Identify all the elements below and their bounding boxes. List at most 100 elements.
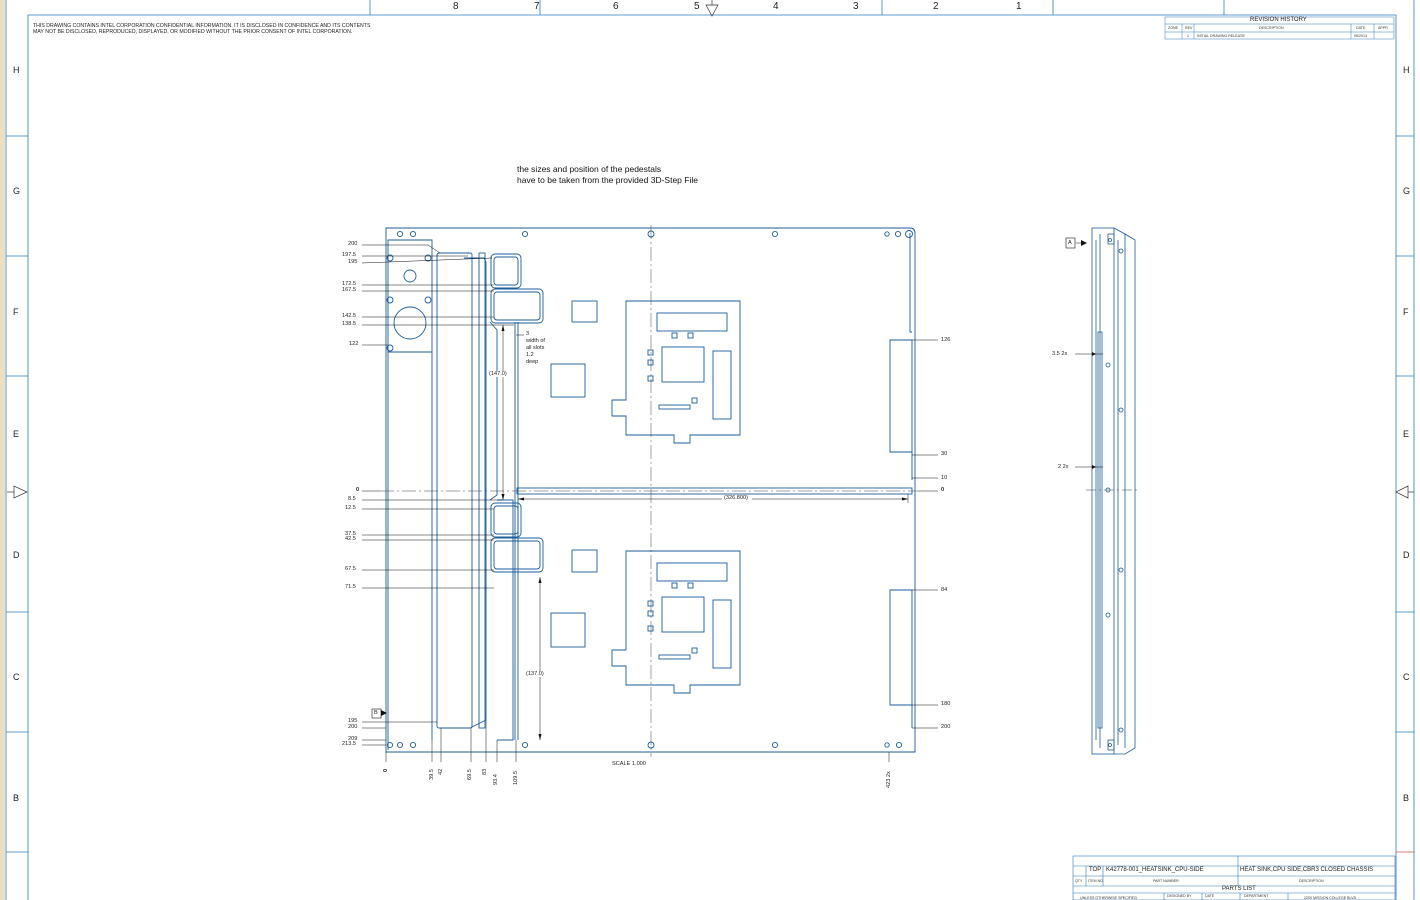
rev-row-date: 06/2013 bbox=[1354, 34, 1367, 38]
zone-row-h-right: H bbox=[1403, 65, 1410, 75]
zone-col-4: 4 bbox=[773, 1, 779, 12]
dim-bottom-39-5: 39.5 bbox=[429, 769, 435, 780]
tb-description: HEAT SINK,CPU SIDE,CBR3 CLOSED CHASSIS bbox=[1240, 867, 1374, 873]
dim-left-209: 209 bbox=[348, 736, 358, 742]
tb-part-number: K42778-001_HEATSINK_CPU-SIDE bbox=[1106, 867, 1204, 873]
dim-left-8-5: 8.5 bbox=[348, 496, 356, 502]
tb-footer-4: DEPARTMENT bbox=[1244, 894, 1269, 898]
zone-row-e-right: E bbox=[1403, 429, 1410, 439]
notice-line-2: MAY NOT BE DISCLOSED, REPRODUCED, DISPLA… bbox=[33, 29, 353, 35]
rev-row-description: INITIAL DRAWING RELEASE bbox=[1197, 34, 1245, 38]
left-dimension-leaders bbox=[361, 242, 1086, 762]
dim-left-67-5: 67.5 bbox=[345, 566, 356, 572]
datum-a-label: A bbox=[1068, 240, 1072, 246]
heatsink-side-view bbox=[1091, 227, 1136, 755]
slot-note-all: all slots bbox=[526, 345, 545, 351]
slot-note-deep: deep bbox=[526, 359, 539, 365]
tb-footer-3: DATE bbox=[1205, 894, 1215, 898]
tb-item: TOP bbox=[1089, 867, 1102, 873]
zone-col-7: 7 bbox=[534, 1, 540, 12]
tb-parts-list: PARTS LIST bbox=[1222, 886, 1256, 892]
zone-row-g: G bbox=[13, 186, 21, 196]
dim-left-195: 195 bbox=[348, 259, 358, 265]
slot-note-width: width of bbox=[526, 338, 545, 344]
zone-col-8: 8 bbox=[453, 1, 459, 12]
zone-row-d-right: D bbox=[1403, 550, 1410, 560]
dim-right-200: 200 bbox=[941, 724, 951, 730]
zone-row-d: D bbox=[13, 550, 20, 560]
zone-col-5: 5 bbox=[694, 1, 700, 12]
heatsink-plate-top-view bbox=[385, 227, 916, 753]
dim-bottom-0: 0 bbox=[383, 768, 389, 772]
dim-left-142-5: 142.5 bbox=[342, 313, 356, 319]
zone-row-f: F bbox=[13, 307, 19, 317]
scale-label: SCALE 1.000 bbox=[612, 761, 646, 767]
dim-right-0: 0 bbox=[941, 487, 945, 493]
notice-line-1: THIS DRAWING CONTAINS INTEL CORPORATION … bbox=[33, 23, 371, 29]
zone-col-3: 3 bbox=[853, 1, 859, 12]
tb-footer-1: UNLESS OTHERWISE SPECIFIED bbox=[1080, 896, 1138, 900]
dim-left-37-5: 37.5 bbox=[345, 531, 356, 537]
tb-footer-2: DESIGNED BY bbox=[1167, 894, 1192, 898]
rev-col-appr: APPR bbox=[1378, 26, 1388, 30]
zone-row-c-right: C bbox=[1403, 672, 1410, 682]
note-line-2: have to be taken from the provided 3D-St… bbox=[517, 175, 698, 185]
rev-col-rev: REV bbox=[1185, 26, 1193, 30]
dim-left-71-5: 71.5 bbox=[345, 584, 356, 590]
dim-bottom-83: 83 bbox=[482, 768, 488, 775]
dim-147: (147.0) bbox=[489, 371, 507, 377]
sheet-edge-stripe bbox=[0, 0, 5, 900]
centerlines bbox=[380, 225, 918, 757]
tb-col-description: DESCRIPTION bbox=[1299, 879, 1324, 883]
revision-history-table bbox=[1164, 16, 1395, 40]
zone-col-6: 6 bbox=[613, 1, 619, 12]
side-view-leaders bbox=[1075, 353, 1103, 468]
tb-col-part: PART NUMBER bbox=[1153, 879, 1179, 883]
zone-col-1: 1 bbox=[1016, 1, 1022, 12]
title-block bbox=[1072, 855, 1396, 900]
rev-col-date: DATE bbox=[1356, 26, 1366, 30]
zone-row-f-right: F bbox=[1403, 307, 1409, 317]
dim-bottom-42: 42 bbox=[438, 768, 444, 775]
dim-right-30: 30 bbox=[941, 451, 948, 457]
revision-history-title: REVISION HISTORY bbox=[1250, 17, 1307, 23]
dim-left-200-b: 200 bbox=[348, 724, 358, 730]
dim-left-167-5: 167.5 bbox=[342, 287, 356, 293]
dim-left-12-5: 12.5 bbox=[345, 505, 356, 511]
zone-row-b-right: B bbox=[1403, 793, 1410, 803]
tb-col-qty: QTY bbox=[1075, 879, 1083, 883]
slot-note-3: 3 bbox=[526, 331, 530, 337]
tb-footer-5: 2200 MISSION COLLEGE BLVD bbox=[1304, 896, 1357, 900]
zone-row-c: C bbox=[13, 672, 20, 682]
zone-row-g-right: G bbox=[1403, 186, 1411, 196]
side-dim-3-5: 3.5 2x bbox=[1052, 351, 1068, 357]
rev-col-zone: ZONE bbox=[1168, 26, 1178, 30]
dim-left-42-5: 42.5 bbox=[345, 536, 356, 542]
centering-marks bbox=[7, 0, 1414, 499]
dim-left-0: 0 bbox=[356, 487, 360, 493]
rev-row-rev: 1 bbox=[1187, 34, 1189, 38]
dim-left-138-5: 138.5 bbox=[342, 321, 356, 327]
dim-326-8: (326.800) bbox=[724, 495, 748, 501]
dim-bottom-93-4: 93.4 bbox=[493, 774, 499, 785]
dim-left-213-5: 213.5 bbox=[342, 741, 356, 747]
dim-left-172-5: 172.5 bbox=[342, 281, 356, 287]
tb-col-item: ITEM NO bbox=[1088, 879, 1103, 883]
zone-col-2: 2 bbox=[933, 1, 939, 12]
dim-137: (137.0) bbox=[526, 671, 544, 677]
zone-row-e: E bbox=[13, 429, 20, 439]
dim-bottom-423: 423 2x bbox=[886, 771, 892, 788]
dimension-arrowheads bbox=[381, 240, 1087, 740]
dim-right-180: 180 bbox=[941, 701, 951, 707]
rev-col-description: DESCRIPTION bbox=[1259, 26, 1284, 30]
dim-right-10: 10 bbox=[941, 475, 948, 481]
dim-bottom-109-5: 109.5 bbox=[513, 771, 519, 785]
slot-note-depth: 1.2 bbox=[526, 352, 534, 358]
dim-left-197-5: 197.5 bbox=[342, 252, 356, 258]
datum-boxes bbox=[371, 237, 1076, 719]
sheet-border bbox=[5, 0, 1415, 900]
datum-b-label: B bbox=[374, 710, 378, 716]
note-line-1: the sizes and position of the pedestals bbox=[517, 164, 662, 174]
dim-left-200: 200 bbox=[348, 241, 358, 247]
